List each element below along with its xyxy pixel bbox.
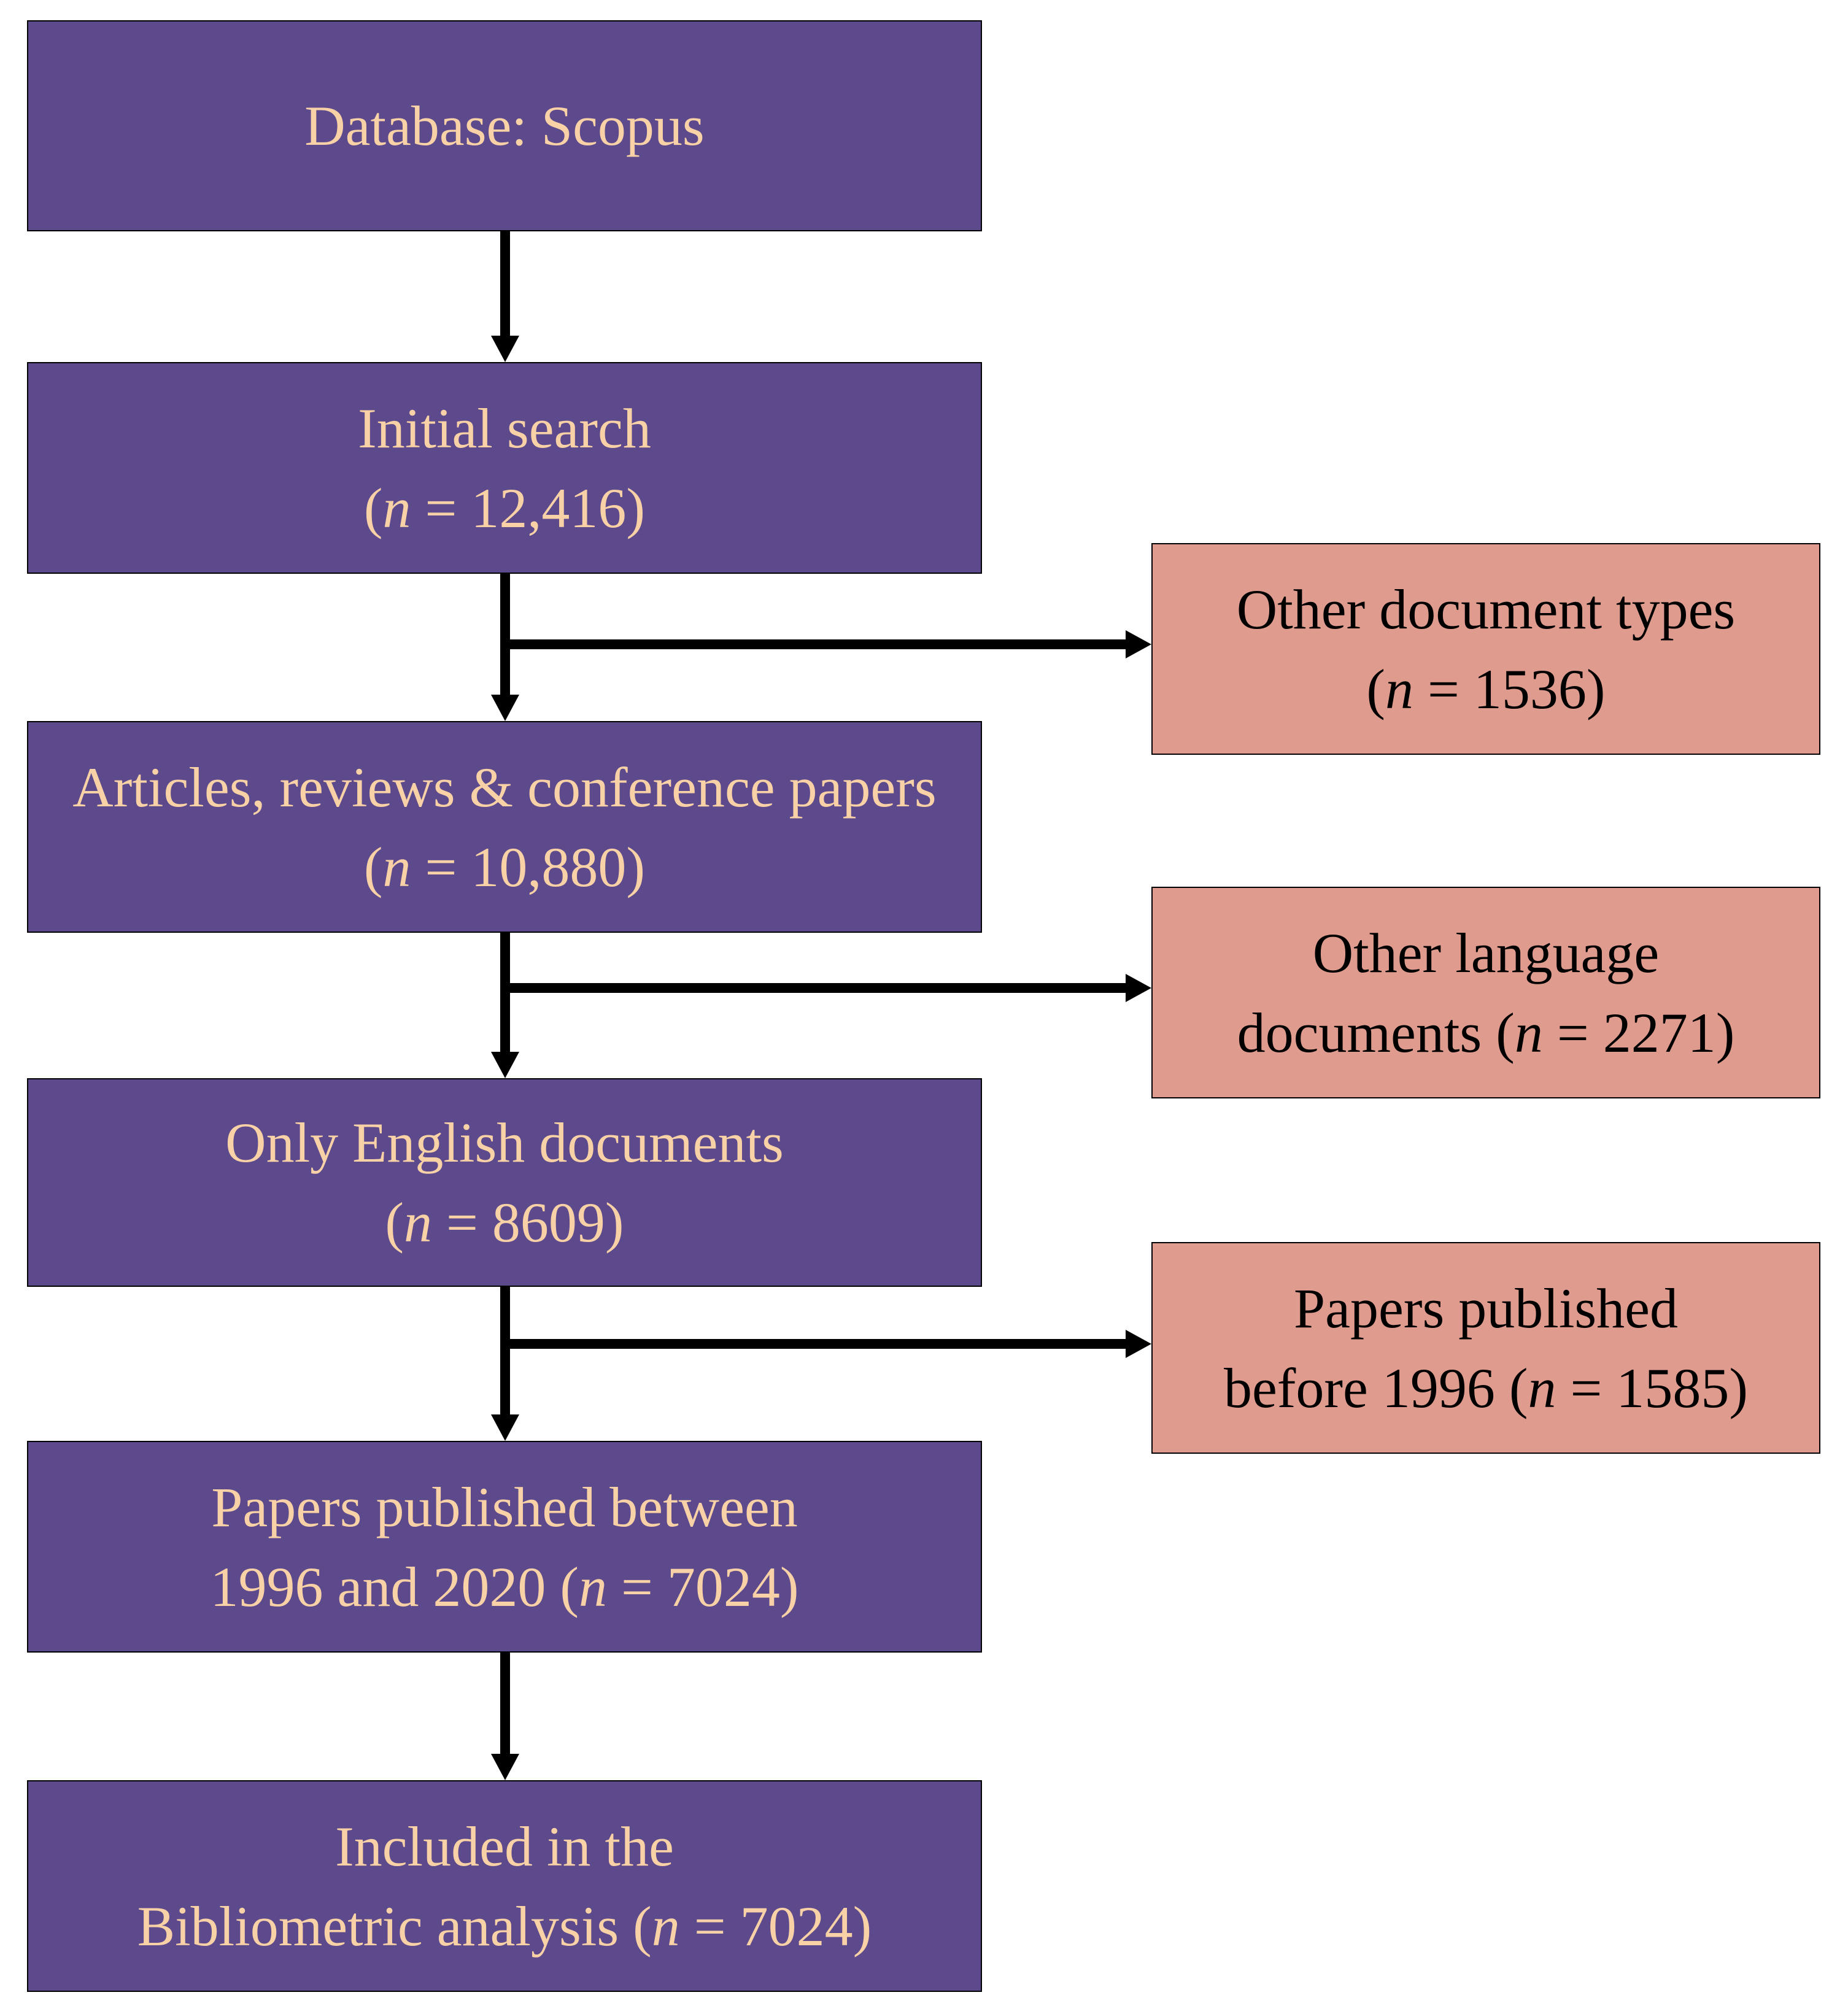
flow-box-articles-reviews-conference-count: (n = 10,880): [363, 835, 646, 898]
flow-box-published-1996-2020: Papers published between 1996 and 2020 (…: [27, 1441, 982, 1653]
exclusion-box-other-language-line2: documents (n = 2271): [1237, 1001, 1735, 1064]
branch-shaft-before-1996: [500, 1339, 1126, 1349]
flow-box-included-bibliometric-line1: Included in the: [335, 1815, 674, 1878]
flow-box-initial-search-count: (n = 12,416): [363, 476, 646, 539]
arrowhead-right-other-document-types: [1126, 630, 1151, 658]
flow-box-only-english-count: (n = 8609): [385, 1191, 624, 1254]
exclusion-box-other-language: Other language documents (n = 2271): [1151, 887, 1820, 1098]
flow-box-database-scopus-line1: Database: Scopus: [304, 95, 705, 157]
exclusion-box-before-1996: Papers published before 1996 (n = 1585): [1151, 1242, 1820, 1454]
flow-box-published-1996-2020-line1: Papers published between: [211, 1475, 798, 1538]
arrowhead-down-initial-search: [491, 336, 519, 362]
arrowhead-down-articles: [491, 695, 519, 721]
arrowhead-right-before-1996: [1126, 1330, 1151, 1358]
exclusion-box-other-document-types: Other document types (n = 1536): [1151, 543, 1820, 755]
flow-box-included-bibliometric: Included in the Bibliometric analysis (n…: [27, 1780, 982, 1992]
arrow-shaft-initial-to-articles: [500, 574, 510, 695]
arrowhead-down-published: [491, 1414, 519, 1441]
arrowhead-down-only-english: [491, 1052, 519, 1078]
flow-box-initial-search-line1: Initial search: [358, 396, 651, 460]
exclusion-box-other-language-line1: Other language: [1312, 921, 1660, 984]
arrow-shaft-english-to-published: [500, 1287, 510, 1414]
arrowhead-down-included: [491, 1754, 519, 1780]
flow-box-only-english: Only English documents (n = 8609): [27, 1078, 982, 1287]
flow-box-published-1996-2020-line2: 1996 and 2020 (n = 7024): [210, 1555, 799, 1618]
flow-box-articles-reviews-conference-line1: Articles, reviews & conference papers: [72, 755, 937, 819]
flow-box-initial-search: Initial search (n = 12,416): [27, 362, 982, 574]
branch-shaft-other-document-types: [500, 639, 1126, 649]
exclusion-box-other-document-types-line1: Other document types: [1236, 577, 1736, 641]
flow-box-database-scopus: Database: Scopus: [27, 20, 982, 231]
flow-box-articles-reviews-conference: Articles, reviews & conference papers (n…: [27, 721, 982, 933]
arrowhead-right-other-language: [1126, 974, 1151, 1002]
exclusion-box-other-document-types-count: (n = 1536): [1366, 657, 1606, 720]
exclusion-box-before-1996-line2: before 1996 (n = 1585): [1223, 1356, 1749, 1419]
arrow-shaft-published-to-included: [500, 1653, 510, 1754]
arrow-shaft-database-to-initial: [500, 231, 510, 336]
exclusion-box-before-1996-line1: Papers published: [1293, 1276, 1679, 1340]
flow-box-only-english-line1: Only English documents: [225, 1111, 784, 1174]
branch-shaft-other-language: [500, 983, 1126, 993]
flow-box-included-bibliometric-line2: Bibliometric analysis (n = 7024): [137, 1894, 872, 1958]
